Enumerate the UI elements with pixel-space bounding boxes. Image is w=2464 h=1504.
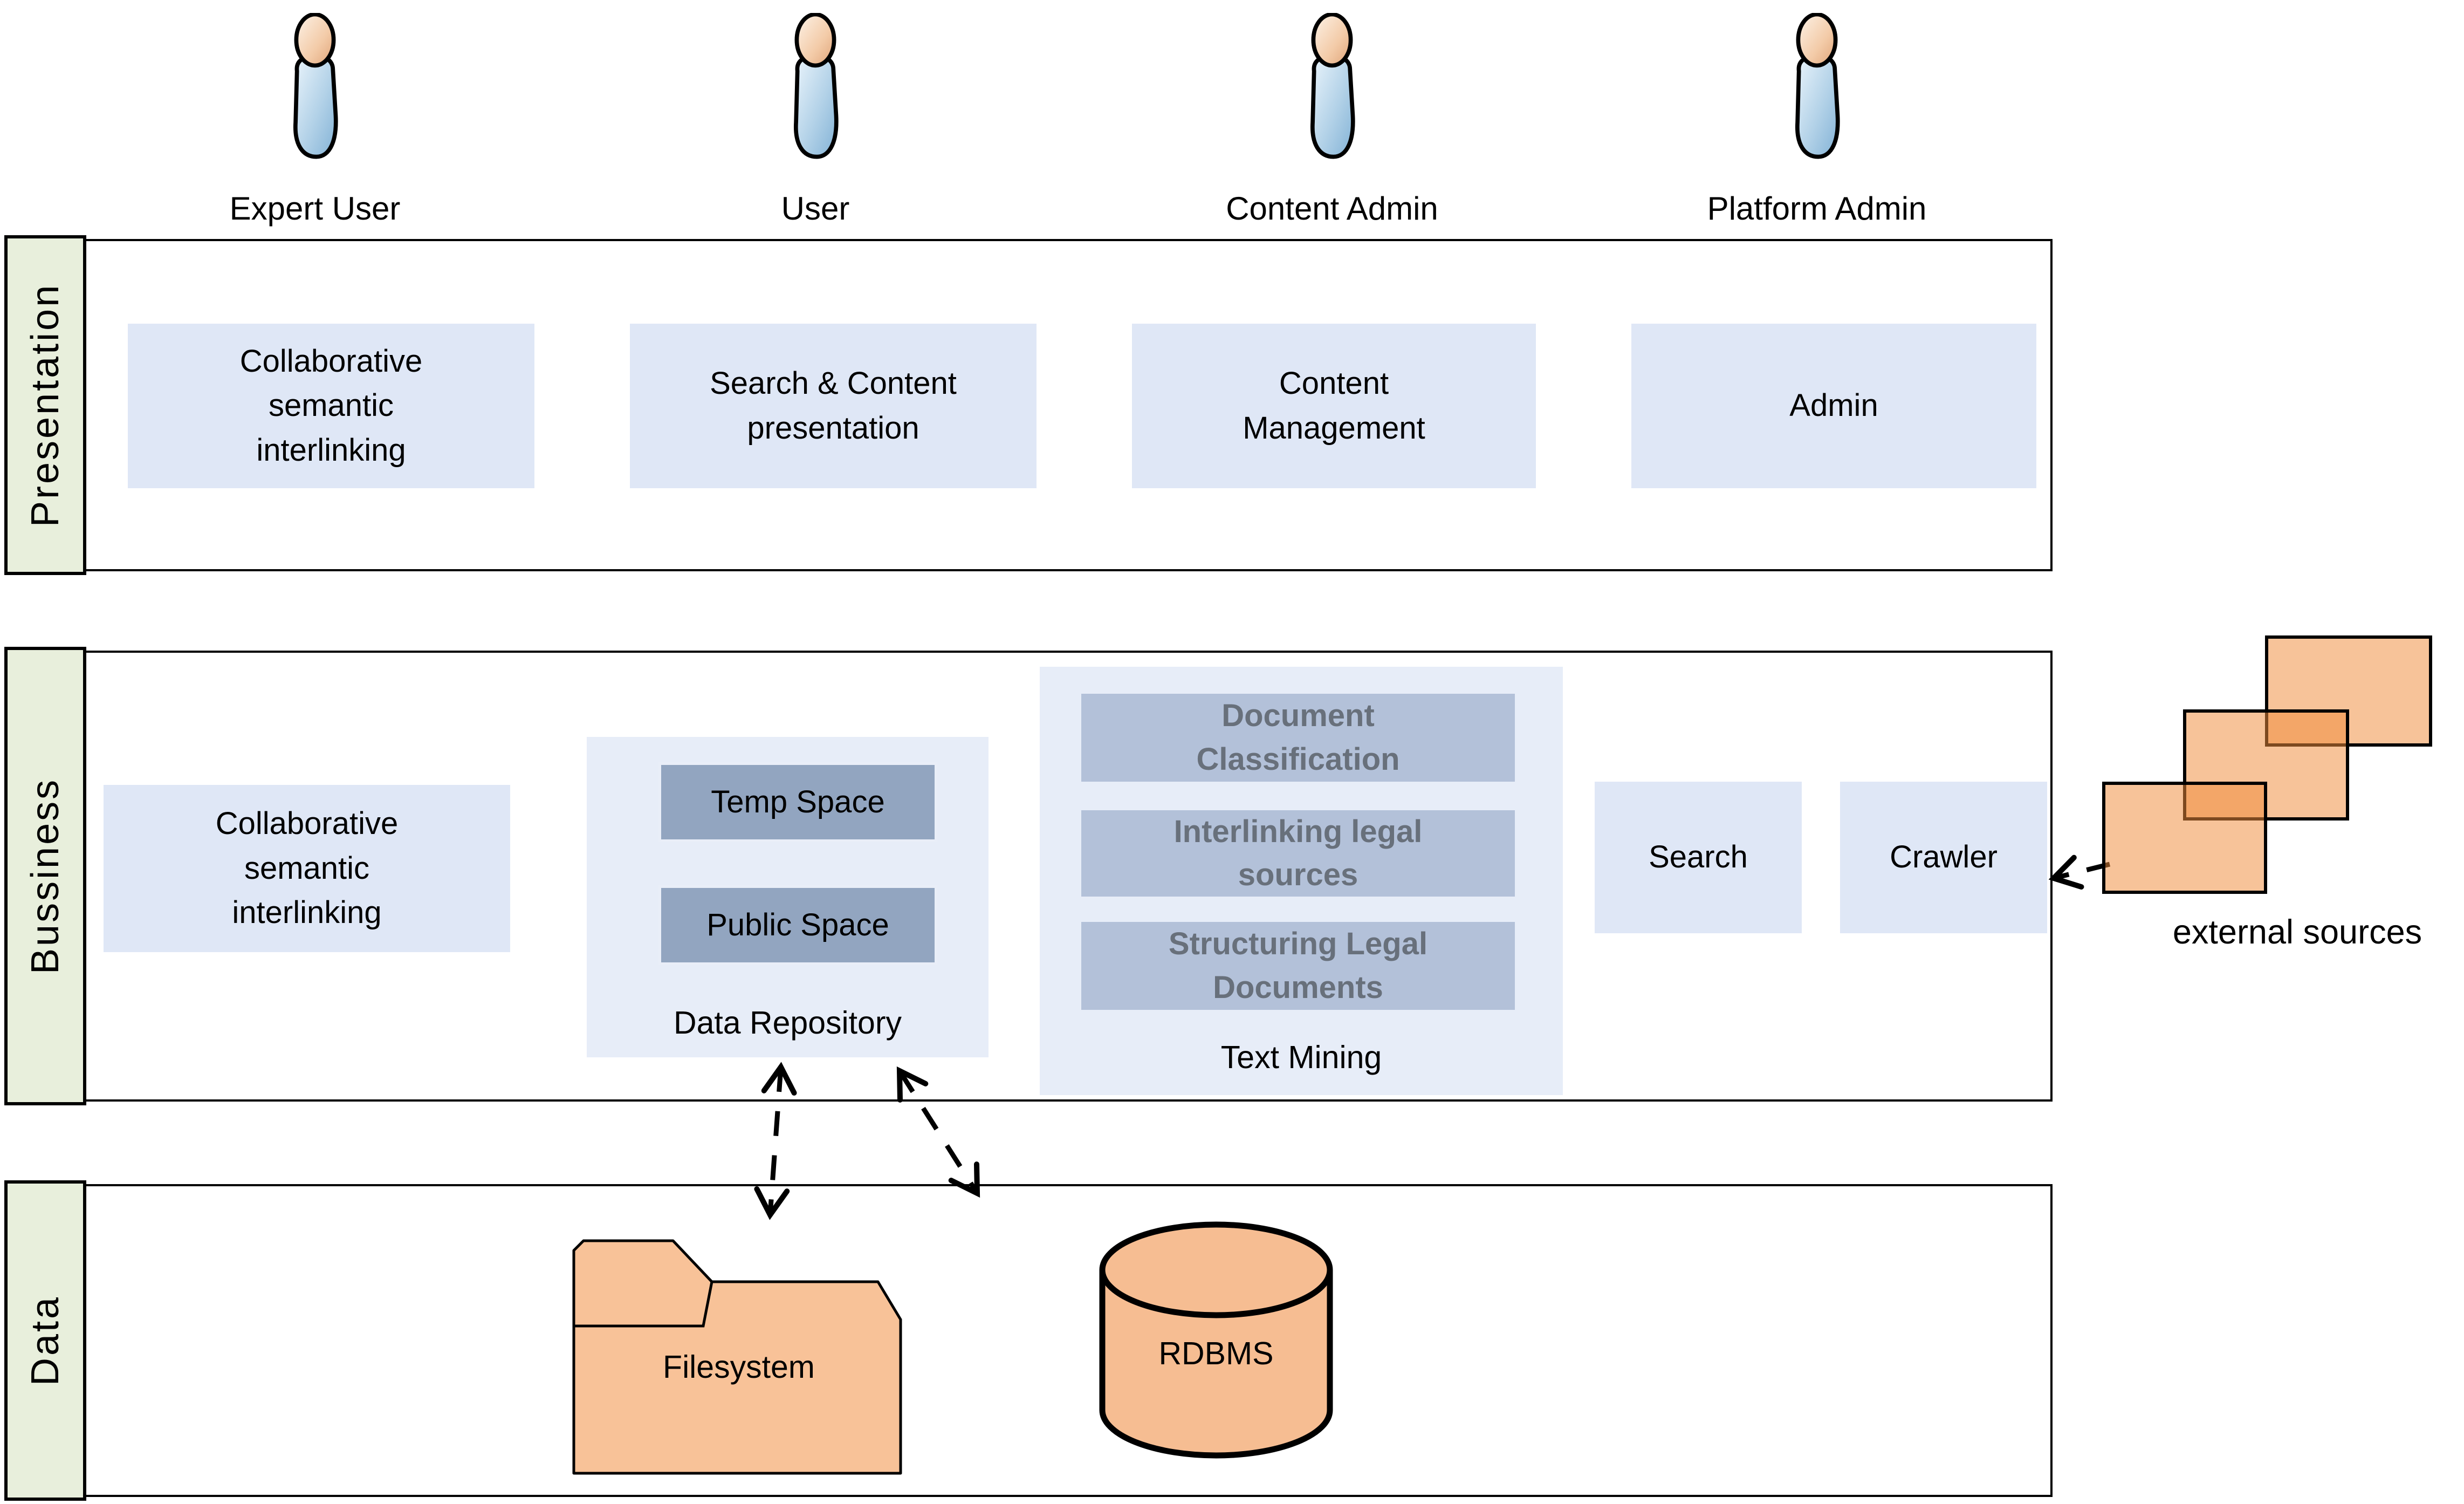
content-admin-icon bbox=[1310, 13, 1355, 159]
filesystem-folder-icon bbox=[572, 1239, 902, 1475]
temp-space-box: Temp Space bbox=[658, 762, 937, 842]
actor-label-content-admin: Content Admin bbox=[1226, 190, 1438, 227]
box-content-management: Content Management bbox=[1132, 324, 1536, 488]
text-mining-item-document-classification: Document Classification bbox=[1081, 694, 1515, 782]
layer-label-data: Data bbox=[4, 1180, 86, 1501]
filesystem-label: Filesystem bbox=[663, 1349, 815, 1385]
text-mining-container: Document Classification Interlinking leg… bbox=[1040, 667, 1563, 1095]
actor-label-user: User bbox=[781, 190, 850, 227]
actor-label-expert-user: Expert User bbox=[229, 190, 401, 227]
rdbms-cylinder-icon bbox=[1099, 1221, 1333, 1459]
rdbms-label: RDBMS bbox=[1158, 1336, 1274, 1371]
user-icon bbox=[794, 13, 839, 159]
box-admin: Admin bbox=[1631, 324, 2036, 488]
actor-label-platform-admin: Platform Admin bbox=[1707, 190, 1927, 227]
data-layer-band bbox=[22, 1184, 2053, 1497]
external-source-rect-3 bbox=[2102, 782, 2267, 894]
external-sources-label: external sources bbox=[2172, 913, 2422, 951]
box-search-content-presentation: Search & Content presentation bbox=[630, 324, 1037, 488]
layer-label-business: Bussiness bbox=[4, 647, 86, 1105]
text-mining-item-structuring-legal-documents: Structuring Legal Documents bbox=[1081, 922, 1515, 1010]
public-space-box: Public Space bbox=[658, 885, 937, 965]
box-collaborative-semantic-interlinking-business: Collaborative semantic interlinking bbox=[104, 785, 510, 952]
crawler-box: Crawler bbox=[1840, 782, 2047, 933]
external-to-crawler-arrow bbox=[2048, 854, 2111, 890]
platform-admin-icon bbox=[1795, 13, 1840, 159]
text-mining-title: Text Mining bbox=[1220, 1040, 1382, 1075]
layer-label-presentation: Presentation bbox=[4, 235, 86, 575]
box-collaborative-semantic-interlinking-presentation: Collaborative semantic interlinking bbox=[128, 324, 534, 488]
expert-user-icon bbox=[293, 13, 338, 159]
search-box: Search bbox=[1595, 782, 1802, 933]
data-repository-title: Data Repository bbox=[673, 1005, 902, 1041]
text-mining-item-interlinking-legal-sources: Interlinking legal sources bbox=[1081, 810, 1515, 897]
data-repository-container: Temp Space Public Space Data Repository bbox=[587, 737, 989, 1057]
